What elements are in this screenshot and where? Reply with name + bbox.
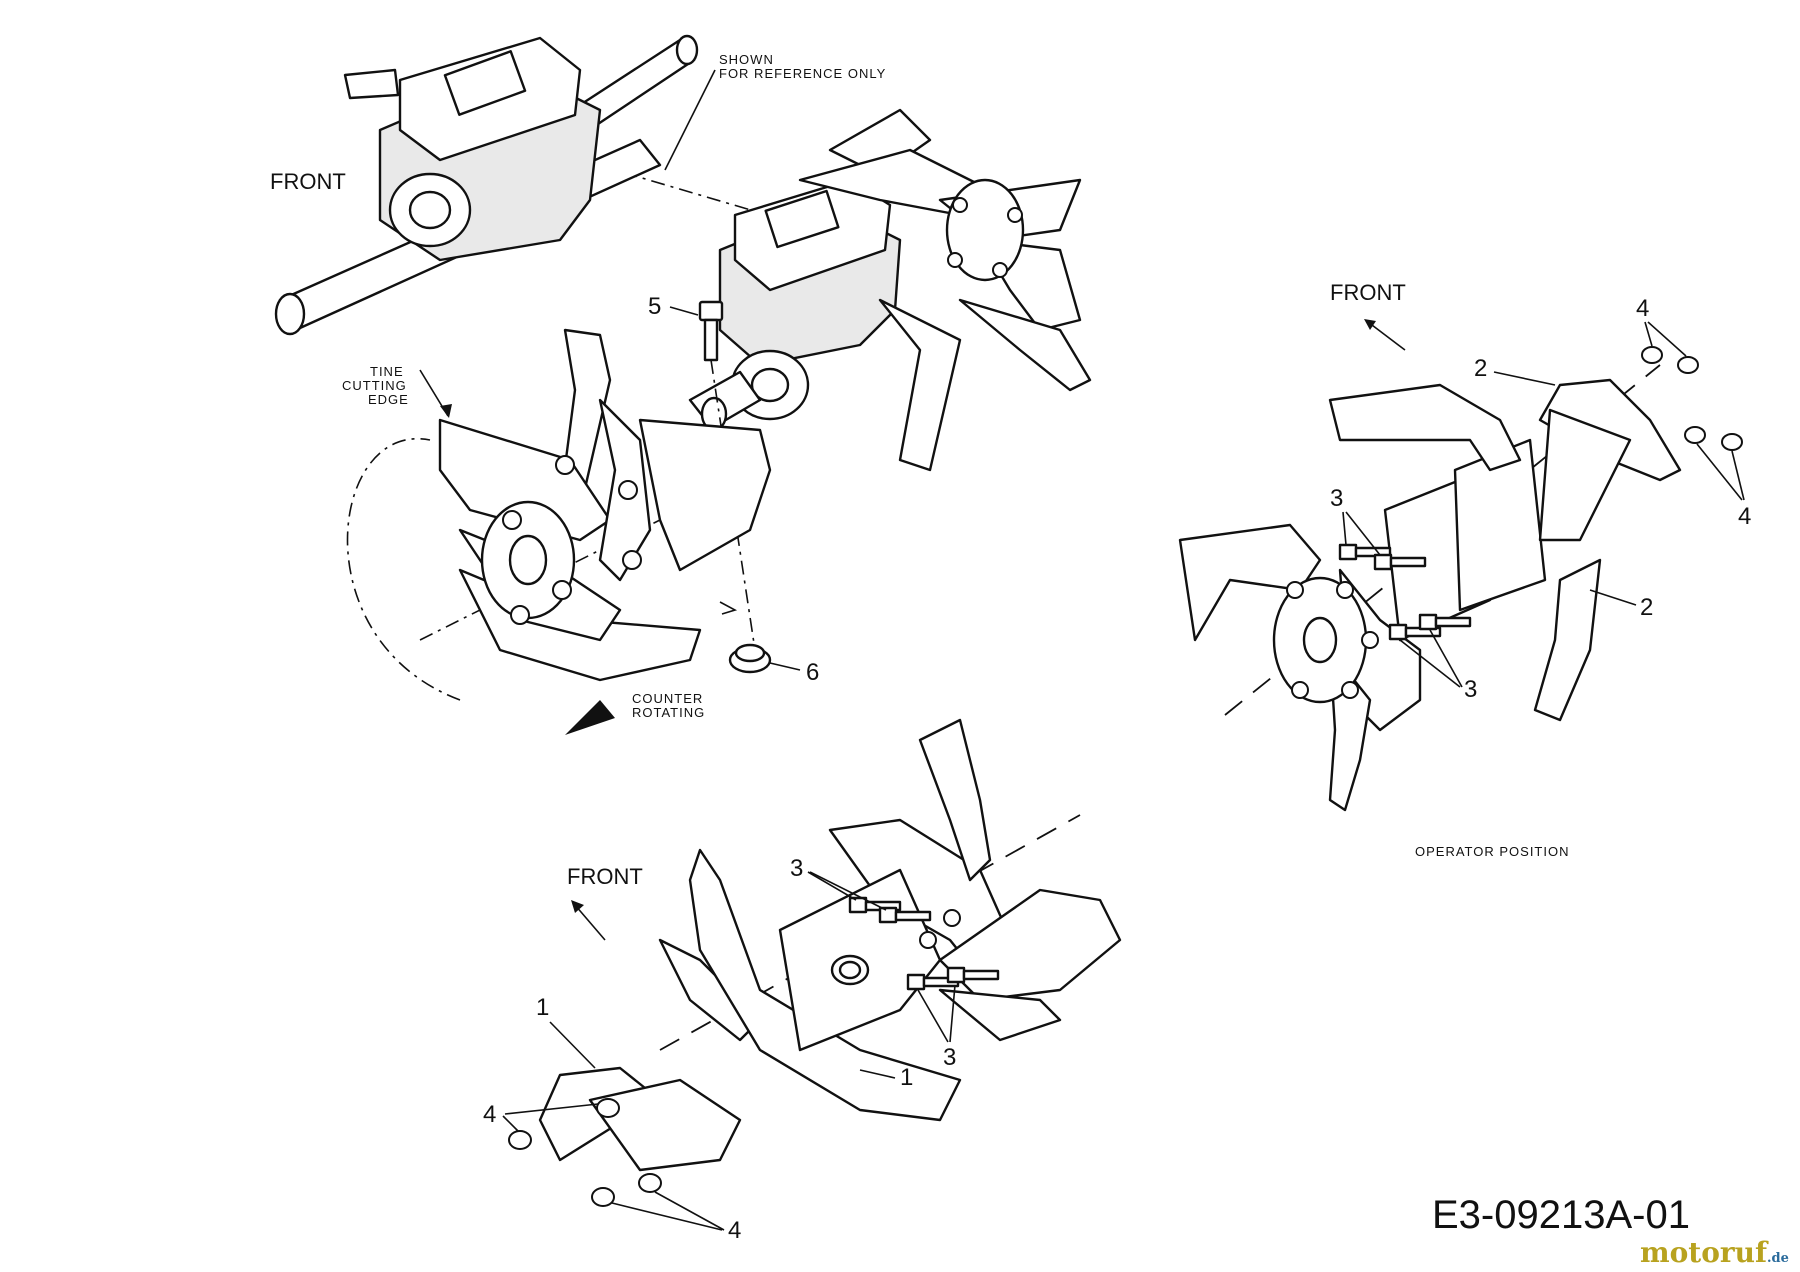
counter-line-1: COUNTER xyxy=(632,691,703,706)
callout-right-2-lower: 2 xyxy=(1640,594,1653,621)
callout-right-4-upper: 4 xyxy=(1636,295,1649,322)
right-tine-assembly: FRONT xyxy=(1178,280,1751,859)
front-label-right: FRONT xyxy=(1330,280,1406,305)
front-arrow-icon-bottom xyxy=(571,900,606,941)
callout-bottom-3-lower: 3 xyxy=(943,1044,956,1071)
callout-bottom-3-upper: 3 xyxy=(790,855,803,882)
front-arrow-icon xyxy=(1364,319,1406,351)
watermark-logo: motoruf .de xyxy=(1640,1236,1789,1269)
callout-bottom-4-bottom: 4 xyxy=(728,1217,741,1244)
callout-bottom-1-left: 1 xyxy=(536,994,549,1021)
counter-line-2: ROTATING xyxy=(632,705,705,720)
callout-right-3-upper: 3 xyxy=(1330,485,1343,512)
callout-bottom-1-right: 1 xyxy=(900,1064,913,1091)
flange-nut-part-6: 6 xyxy=(728,643,819,686)
front-label-bottom: FRONT xyxy=(567,864,643,889)
tine-cutting-edge-note: TINE CUTTING EDGE xyxy=(342,364,452,418)
reference-note: SHOWN FOR REFERENCE ONLY xyxy=(664,52,886,171)
reference-leader-line xyxy=(664,69,716,171)
callout-6: 6 xyxy=(806,659,819,686)
callout-5: 5 xyxy=(648,293,661,320)
left-tine-assembly xyxy=(346,328,772,701)
callout-right-2-upper: 2 xyxy=(1474,355,1487,382)
callout-right-3-lower: 3 xyxy=(1464,676,1477,703)
rotation-arrow-icon xyxy=(565,700,615,735)
watermark-suffix: .de xyxy=(1767,1251,1789,1266)
callout-right-4-lower: 4 xyxy=(1738,503,1751,530)
operator-position-label: OPERATOR POSITION xyxy=(1415,844,1569,859)
callout-bottom-4-left: 4 xyxy=(483,1101,496,1128)
tine-line-2: CUTTING xyxy=(342,378,407,393)
tine-line-3: EDGE xyxy=(368,392,409,407)
drawing-number: E3-09213A-01 xyxy=(1432,1193,1690,1237)
front-label-top: FRONT xyxy=(270,169,346,194)
shown-line-1: SHOWN xyxy=(719,52,774,67)
transmission-assembly xyxy=(274,34,1092,472)
bottom-tine-assembly: FRONT 3 xyxy=(483,718,1122,1244)
watermark-brand: motoruf xyxy=(1640,1236,1769,1269)
tine-line-1: TINE xyxy=(370,364,404,379)
counter-rotating-note: COUNTER ROTATING xyxy=(565,691,705,735)
shown-line-2: FOR REFERENCE ONLY xyxy=(719,66,886,81)
